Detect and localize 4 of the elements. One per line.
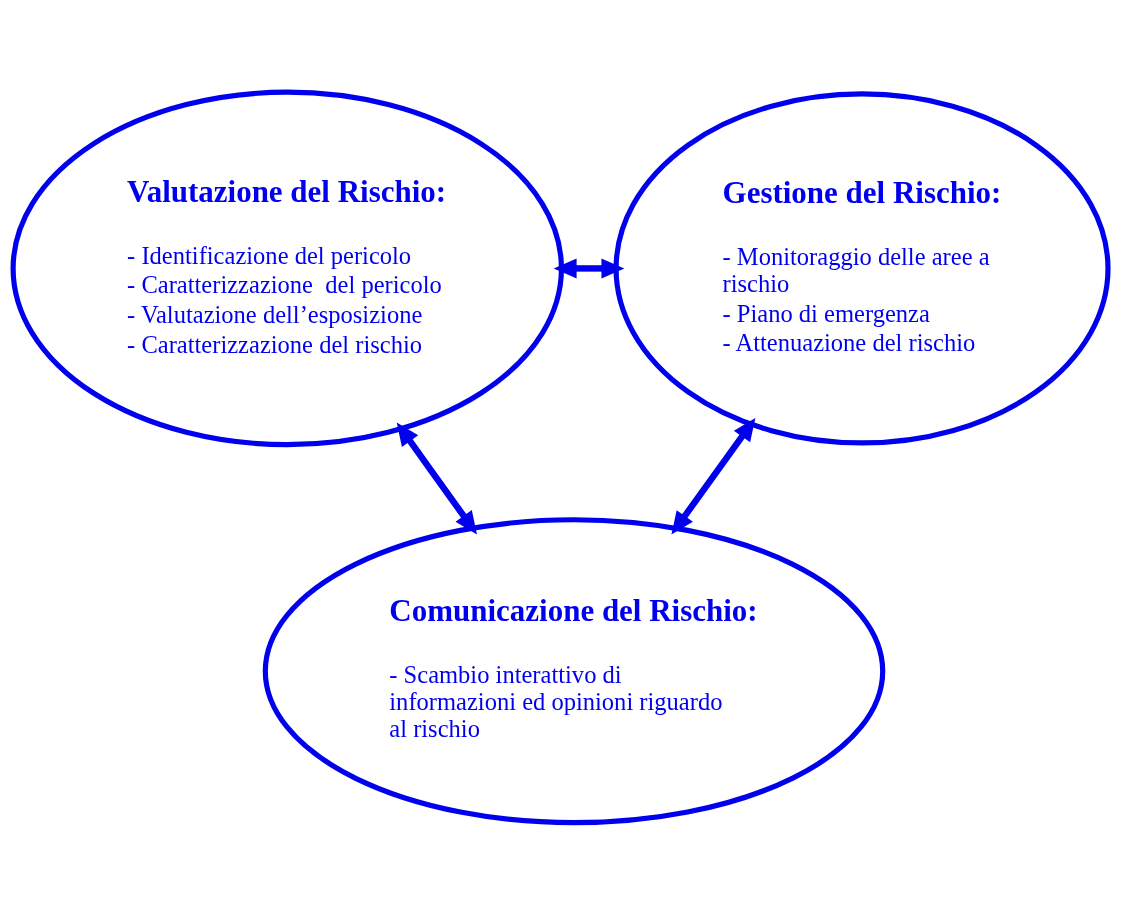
arrow — [671, 417, 756, 535]
arrow — [396, 422, 477, 535]
node-ellipse: Comunicazione del Rischio: - Scambio interattivo di informazioni ed opinioni riguardo al rischio — [262, 517, 886, 826]
arrow — [553, 258, 625, 279]
